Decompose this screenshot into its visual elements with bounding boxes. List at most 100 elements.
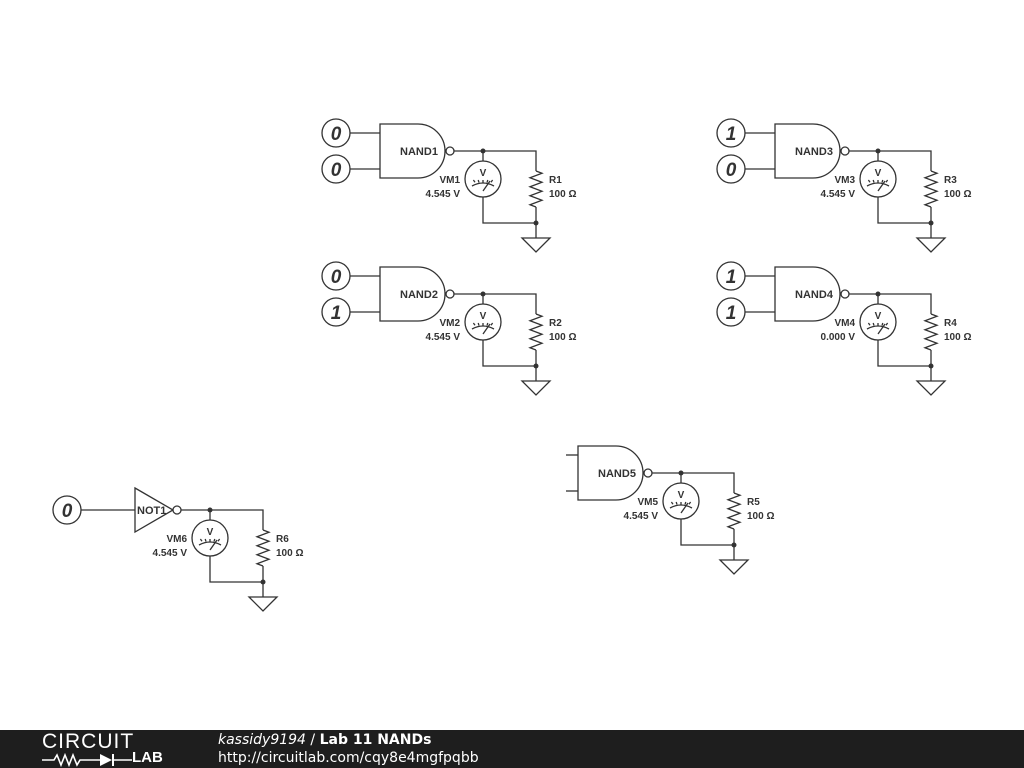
meter-tick	[675, 501, 678, 505]
meter-reading: 4.545 V	[426, 332, 461, 343]
gate-label: NAND2	[400, 289, 438, 301]
gate-label: NAND3	[795, 146, 833, 158]
author-link[interactable]: kassidy9194	[218, 732, 306, 748]
voltmeter-symbol: V	[875, 311, 882, 322]
meter-needle	[482, 323, 491, 335]
voltmeter-icon[interactable]	[859, 160, 897, 198]
ground-icon	[915, 237, 947, 253]
gate-label: NAND4	[795, 289, 834, 301]
logic-source-nand3-1[interactable]	[716, 154, 746, 184]
meter-tick	[872, 322, 875, 326]
meter-return-wire	[482, 197, 536, 224]
logic-source-value: 1	[331, 303, 342, 324]
resistor-value: 100 Ω	[944, 332, 971, 343]
meter-tick	[881, 179, 884, 183]
logic-source-nand4-0[interactable]	[716, 261, 746, 291]
voltmeter-symbol: V	[678, 490, 685, 501]
resistor-value: 100 Ω	[747, 511, 774, 522]
circuitlab-logo[interactable]: CIRCUIT LAB	[42, 731, 182, 767]
meter-tick	[204, 538, 207, 542]
gate-label: NAND5	[598, 468, 636, 480]
voltmeter-symbol: V	[875, 168, 882, 179]
meter-reading: 4.545 V	[426, 189, 461, 200]
nand-gate-nand5[interactable]	[577, 445, 644, 501]
credit-separator: /	[310, 732, 316, 748]
resistor-value: 100 Ω	[549, 332, 576, 343]
resistor-label: R1	[549, 175, 562, 186]
ground-icon	[915, 380, 947, 396]
resistor-r4[interactable]	[923, 313, 939, 351]
resistor-r3[interactable]	[923, 170, 939, 208]
meter-label: VM6	[166, 534, 187, 545]
meter-tick	[477, 322, 480, 326]
meter-tick	[670, 501, 674, 505]
resistor-r5[interactable]	[726, 492, 742, 530]
voltmeter-icon[interactable]	[662, 482, 700, 520]
meter-needle	[877, 323, 886, 335]
meter-label: VM1	[439, 175, 460, 186]
meter-tick	[490, 322, 494, 326]
meter-tick	[472, 179, 476, 183]
ground-icon	[247, 596, 279, 612]
meter-return-wire	[680, 519, 734, 546]
meter-label: VM3	[834, 175, 855, 186]
resistor-r2[interactable]	[528, 313, 544, 351]
circuit-url-link[interactable]: http://circuitlab.com/cqy8e4mgfpqbb	[218, 750, 479, 766]
logo-text-circuit: CIRCUIT	[42, 730, 135, 753]
circuit-title: Lab 11 NANDs	[319, 732, 432, 748]
logic-source-nand1-0[interactable]	[321, 118, 351, 148]
logic-source-nand3-0[interactable]	[716, 118, 746, 148]
logic-source-value: 0	[62, 501, 73, 522]
nand-gate-nand2[interactable]	[379, 266, 446, 322]
meter-tick	[885, 322, 889, 326]
meter-tick	[486, 322, 489, 326]
resistor-label: R4	[944, 318, 957, 329]
inversion-bubble	[445, 146, 455, 156]
logic-source-value: 1	[726, 124, 737, 145]
meter-tick	[872, 179, 875, 183]
ground-icon	[520, 380, 552, 396]
logic-source-nand1-1[interactable]	[321, 154, 351, 184]
voltmeter-symbol: V	[480, 311, 487, 322]
logic-source-nand2-0[interactable]	[321, 261, 351, 291]
logic-source-not1-0[interactable]	[52, 495, 82, 525]
meter-tick	[213, 538, 216, 542]
meter-reading: 4.545 V	[153, 548, 188, 559]
logic-source-value: 1	[726, 267, 737, 288]
voltmeter-icon[interactable]	[859, 303, 897, 341]
voltmeter-icon[interactable]	[191, 519, 229, 557]
voltmeter-icon[interactable]	[464, 303, 502, 341]
logic-source-value: 0	[726, 160, 737, 181]
meter-tick	[867, 322, 871, 326]
meter-tick	[885, 179, 889, 183]
logic-source-nand2-1[interactable]	[321, 297, 351, 327]
nand-gate-nand4[interactable]	[774, 266, 841, 322]
meter-needle	[482, 180, 491, 192]
resistor-r1[interactable]	[528, 170, 544, 208]
resistor-label: R3	[944, 175, 957, 186]
meter-tick	[199, 538, 203, 542]
meter-tick	[486, 179, 489, 183]
voltmeter-icon[interactable]	[464, 160, 502, 198]
circuit-credits: kassidy9194 / Lab 11 NANDs http://circui…	[218, 731, 479, 767]
meter-label: VM2	[439, 318, 460, 329]
resistor-r6[interactable]	[255, 529, 271, 567]
nand-gate-nand1[interactable]	[379, 123, 446, 179]
meter-tick	[688, 501, 692, 505]
nand-gate-nand3[interactable]	[774, 123, 841, 179]
meter-tick	[684, 501, 687, 505]
inversion-bubble	[445, 289, 455, 299]
resistor-value: 100 Ω	[276, 548, 303, 559]
voltmeter-symbol: V	[207, 527, 214, 538]
resistor-label: R5	[747, 497, 760, 508]
meter-label: VM5	[637, 497, 658, 508]
meter-return-wire	[877, 197, 931, 224]
logic-source-nand4-1[interactable]	[716, 297, 746, 327]
gate-label: NOT1	[137, 505, 166, 517]
meter-tick	[867, 179, 871, 183]
meter-needle	[209, 539, 218, 551]
